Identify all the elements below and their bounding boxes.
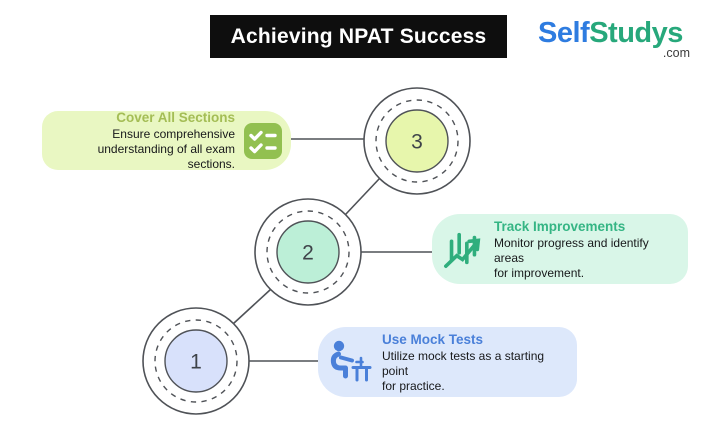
brand-logo: SelfStudys .com (538, 18, 694, 60)
checklist-icon (243, 122, 283, 160)
step-1-card: Use Mock Tests Utilize mock tests as a s… (318, 327, 577, 397)
step-2-card: Track Improvements Monitor progress and … (432, 214, 688, 284)
brand-wordmark-part2: Studys (589, 17, 683, 49)
step-3-description: Ensure comprehensive understanding of al… (97, 127, 235, 171)
step-3-dashed-circle (375, 99, 459, 183)
step-2-number: 2 (302, 242, 314, 265)
header-banner: Achieving NPAT Success (210, 15, 507, 58)
brand-wordmark: SelfStudys (538, 17, 683, 49)
connector-step3-step2 (344, 177, 381, 216)
page-title: Achieving NPAT Success (230, 24, 487, 48)
step-2-title: Track Improvements (494, 218, 626, 234)
connector-lines (232, 138, 433, 362)
step-3-node: 3 (363, 87, 471, 195)
step-1-dashed-circle (154, 319, 238, 403)
step-2-inner-circle (276, 220, 340, 284)
connector-step2-step1 (232, 288, 272, 325)
step-2-dashed-circle (266, 210, 350, 294)
step-1-node: 1 (142, 307, 250, 415)
person-at-desk-icon (328, 338, 372, 386)
step-3-card-text: Cover All Sections Ensure comprehensive … (50, 109, 243, 172)
step-2-card-text: Track Improvements Monitor progress and … (484, 218, 680, 281)
step-2-node: 2 (254, 198, 362, 306)
step-3-title: Cover All Sections (116, 110, 235, 125)
step-1-inner-circle (164, 329, 228, 393)
step-3-number: 3 (411, 131, 423, 154)
brand-wordmark-part1: Self (538, 17, 590, 49)
step-1-number: 1 (190, 351, 202, 374)
step-3-card: Cover All Sections Ensure comprehensive … (42, 109, 291, 172)
step-1-card-text: Use Mock Tests Utilize mock tests as a s… (372, 331, 569, 394)
step-3-inner-circle (385, 109, 449, 173)
brand-domain-suffix: .com (662, 46, 690, 60)
trend-chart-icon (442, 226, 484, 272)
step-1-title: Use Mock Tests (382, 331, 484, 347)
step-1-description: Utilize mock tests as a starting point f… (382, 348, 545, 393)
step-2-description: Monitor progress and identify areas for … (494, 235, 649, 280)
